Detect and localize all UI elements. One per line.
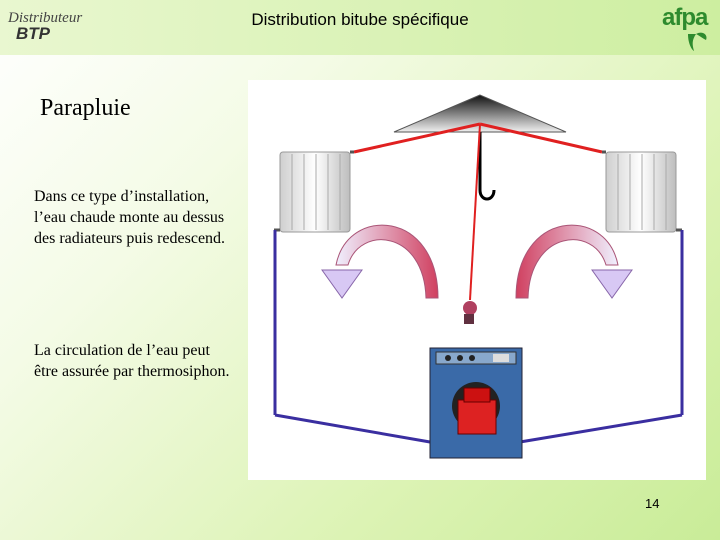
logo-left-line2: BTP <box>16 24 50 43</box>
boiler-icon <box>429 347 523 459</box>
flow-arrow-left <box>321 224 439 299</box>
afpa-leaf-icon <box>688 32 707 51</box>
radiator-left <box>274 150 354 233</box>
logo-left-line1: Distributeur <box>8 10 83 26</box>
afpa-logo-text: afpa <box>662 4 708 31</box>
flow-arrow-right <box>515 224 633 299</box>
umbrella-icon <box>393 94 567 201</box>
section-title: Parapluie <box>40 95 131 121</box>
heating-diagram <box>248 80 706 480</box>
page-number: 14 <box>645 496 660 511</box>
afpa-logo: afpa <box>658 4 714 52</box>
slide-title: Distribution bitube spécifique <box>251 10 469 29</box>
header-bar <box>0 0 720 55</box>
supply-pipe <box>353 122 603 301</box>
description-paragraph: Dans ce type d’installation, l’eau chaud… <box>34 188 226 247</box>
distributeur-btp-logo: Distributeur BTP <box>6 10 82 46</box>
return-pipe <box>273 230 684 444</box>
circulator-pump-icon <box>463 301 477 324</box>
circulation-paragraph: La circulation de l’eau peut être assuré… <box>34 342 230 380</box>
radiator-right <box>602 150 682 233</box>
